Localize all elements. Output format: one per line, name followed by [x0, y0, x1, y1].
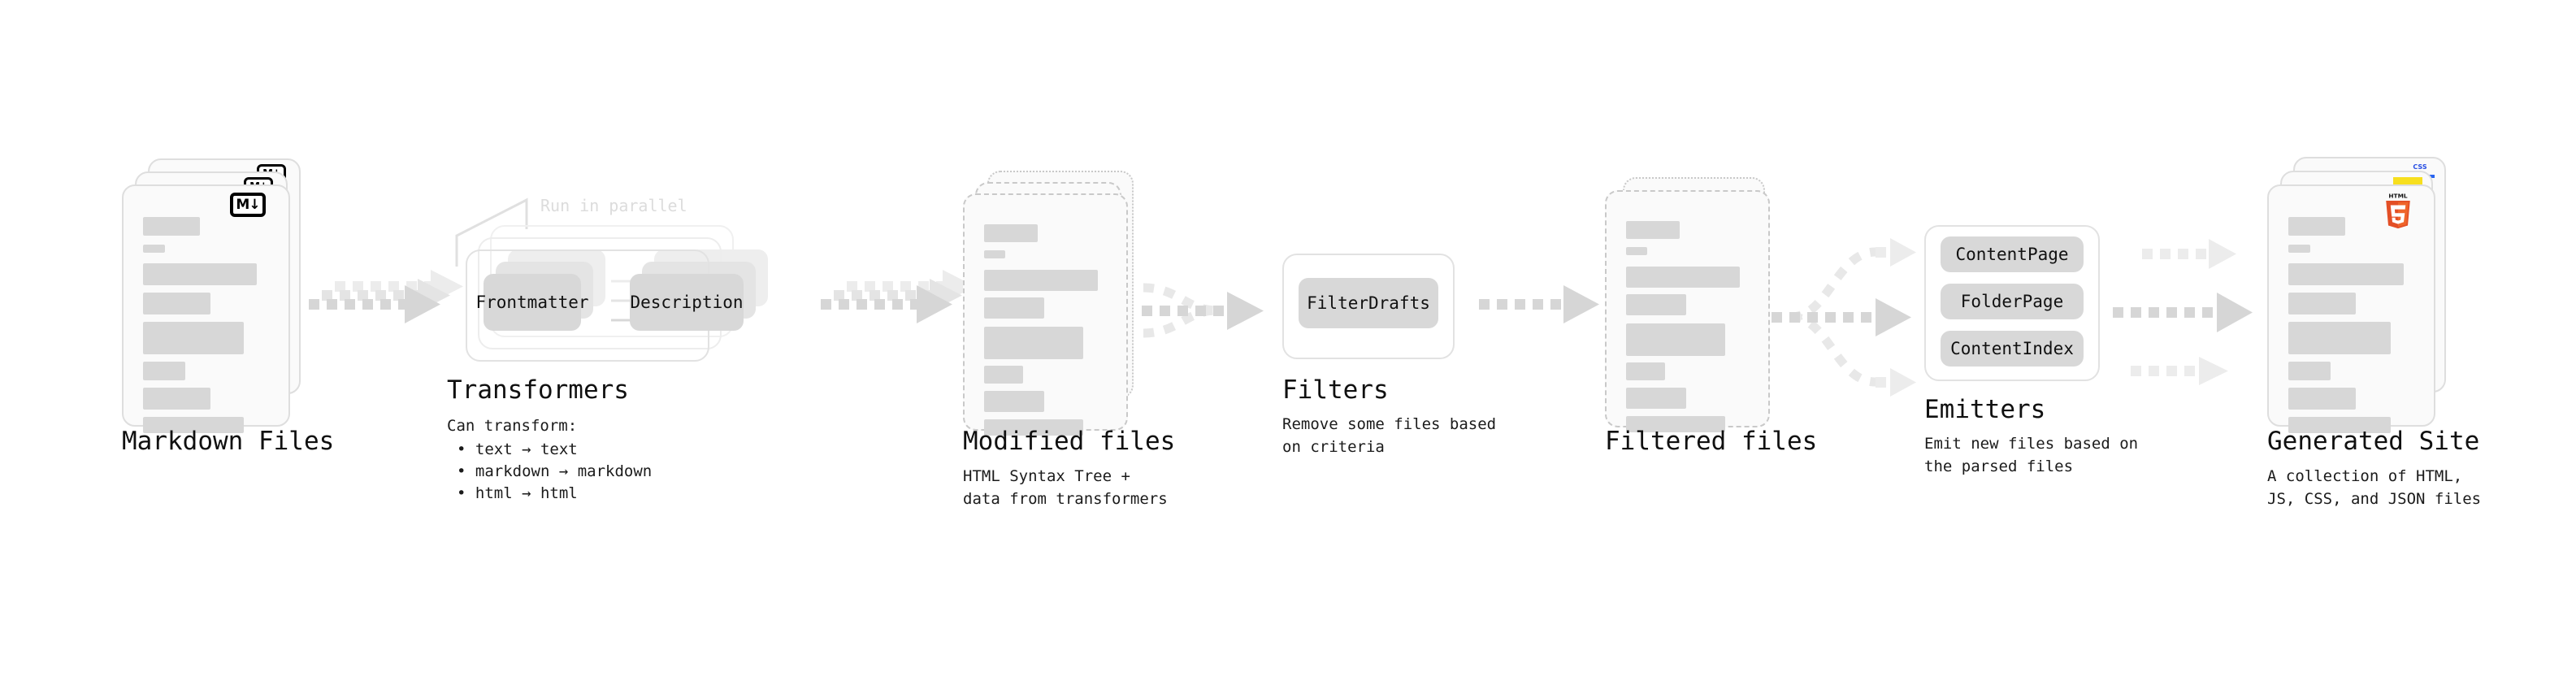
- doc-line: [984, 391, 1044, 412]
- doc-line: [1626, 294, 1686, 315]
- doc-line: [1626, 267, 1740, 288]
- stage-title-modified-files: Modified files: [963, 427, 1176, 456]
- doc-line: [2288, 263, 2404, 285]
- transformers-bullet-1: • markdown → markdown: [457, 462, 653, 480]
- markdown-icon: M↓: [230, 193, 266, 217]
- doc-line: [984, 327, 1083, 359]
- filters-caption: Remove some files based on criteria: [1282, 415, 1497, 456]
- flow-arrow-6: [2113, 239, 2253, 385]
- doc-line: [984, 250, 1005, 258]
- doc-line: [143, 417, 244, 433]
- emitters-group-box: [1924, 225, 2100, 381]
- stage-title-generated-site: Generated Site: [2267, 427, 2480, 456]
- doc-line: [1626, 416, 1725, 432]
- doc-line: [143, 263, 257, 285]
- doc-line: [984, 419, 1083, 436]
- emitter-node-folderpage[interactable]: FolderPage: [1941, 284, 2084, 319]
- doc-line: [143, 217, 200, 236]
- filtered-files-stack: [1605, 177, 1784, 437]
- filters-group-box: [1282, 254, 1455, 359]
- emitters-caption: Emit new files based on the parsed files: [1924, 435, 2139, 475]
- stage-title-filtered-files: Filtered files: [1605, 427, 1818, 456]
- svg-text:HTML: HTML: [2388, 192, 2408, 199]
- modified-files-stack: [963, 171, 1142, 436]
- filter-node-filterdrafts[interactable]: FilterDrafts: [1299, 278, 1438, 328]
- doc-line: [2288, 417, 2391, 433]
- transformers-caption-head: Can transform:: [447, 417, 578, 435]
- doc-line: [1626, 323, 1725, 356]
- emitter-node-contentpage[interactable]: ContentPage: [1941, 236, 2084, 272]
- markdown-files-stack: M↓ M↓ M↓: [122, 158, 301, 433]
- html5-icon: HTML: [2386, 192, 2410, 229]
- filtered-file-card-front: [1605, 190, 1770, 432]
- stage-title-markdown-files: Markdown Files: [122, 427, 335, 456]
- doc-line: [1626, 247, 1647, 255]
- doc-line: [2288, 245, 2310, 253]
- generated-site-stack: CSS HTML: [2267, 157, 2454, 433]
- doc-line: [1626, 388, 1686, 409]
- doc-line: [2288, 293, 2356, 314]
- doc-line: [1626, 362, 1665, 380]
- doc-line: [2288, 388, 2356, 410]
- stage-title-transformers: Transformers: [447, 375, 629, 405]
- doc-line: [984, 297, 1044, 319]
- modified-file-card-front: [963, 193, 1128, 436]
- transformers-bullet-0: • text → text: [457, 440, 578, 458]
- doc-line: [984, 270, 1098, 291]
- doc-line: [2288, 362, 2331, 380]
- transformers-bullet-2: • html → html: [457, 484, 578, 502]
- markdown-file-card-front: [122, 184, 290, 433]
- flow-arrow-4: [1479, 285, 1599, 323]
- doc-line: [984, 224, 1038, 242]
- modified-files-caption: HTML Syntax Tree + data from transformer…: [963, 467, 1168, 508]
- emitter-node-contentindex[interactable]: ContentIndex: [1941, 331, 2084, 367]
- stage-title-filters: Filters: [1282, 375, 1389, 405]
- flow-arrow-3: [1142, 283, 1264, 338]
- generated-site-caption: A collection of HTML, JS, CSS, and JSON …: [2267, 467, 2482, 508]
- stage-title-emitters: Emitters: [1924, 395, 2046, 424]
- run-in-parallel-leader: [455, 197, 528, 267]
- doc-line: [143, 322, 244, 354]
- flow-arrow-1: [309, 270, 463, 323]
- doc-line: [984, 366, 1023, 384]
- doc-line: [143, 293, 210, 314]
- doc-line: [2288, 322, 2391, 354]
- run-in-parallel-label: Run in parallel: [540, 196, 687, 215]
- doc-line: [143, 362, 185, 380]
- doc-line: [1626, 221, 1680, 239]
- transformer-node-description[interactable]: Description: [630, 274, 744, 331]
- doc-line: [2288, 217, 2345, 236]
- doc-line: [143, 388, 210, 410]
- doc-line: [143, 245, 165, 253]
- flow-arrow-2: [821, 270, 975, 323]
- flow-arrow-5-fanout: [1772, 238, 1916, 397]
- transformer-node-frontmatter[interactable]: Frontmatter: [475, 274, 589, 331]
